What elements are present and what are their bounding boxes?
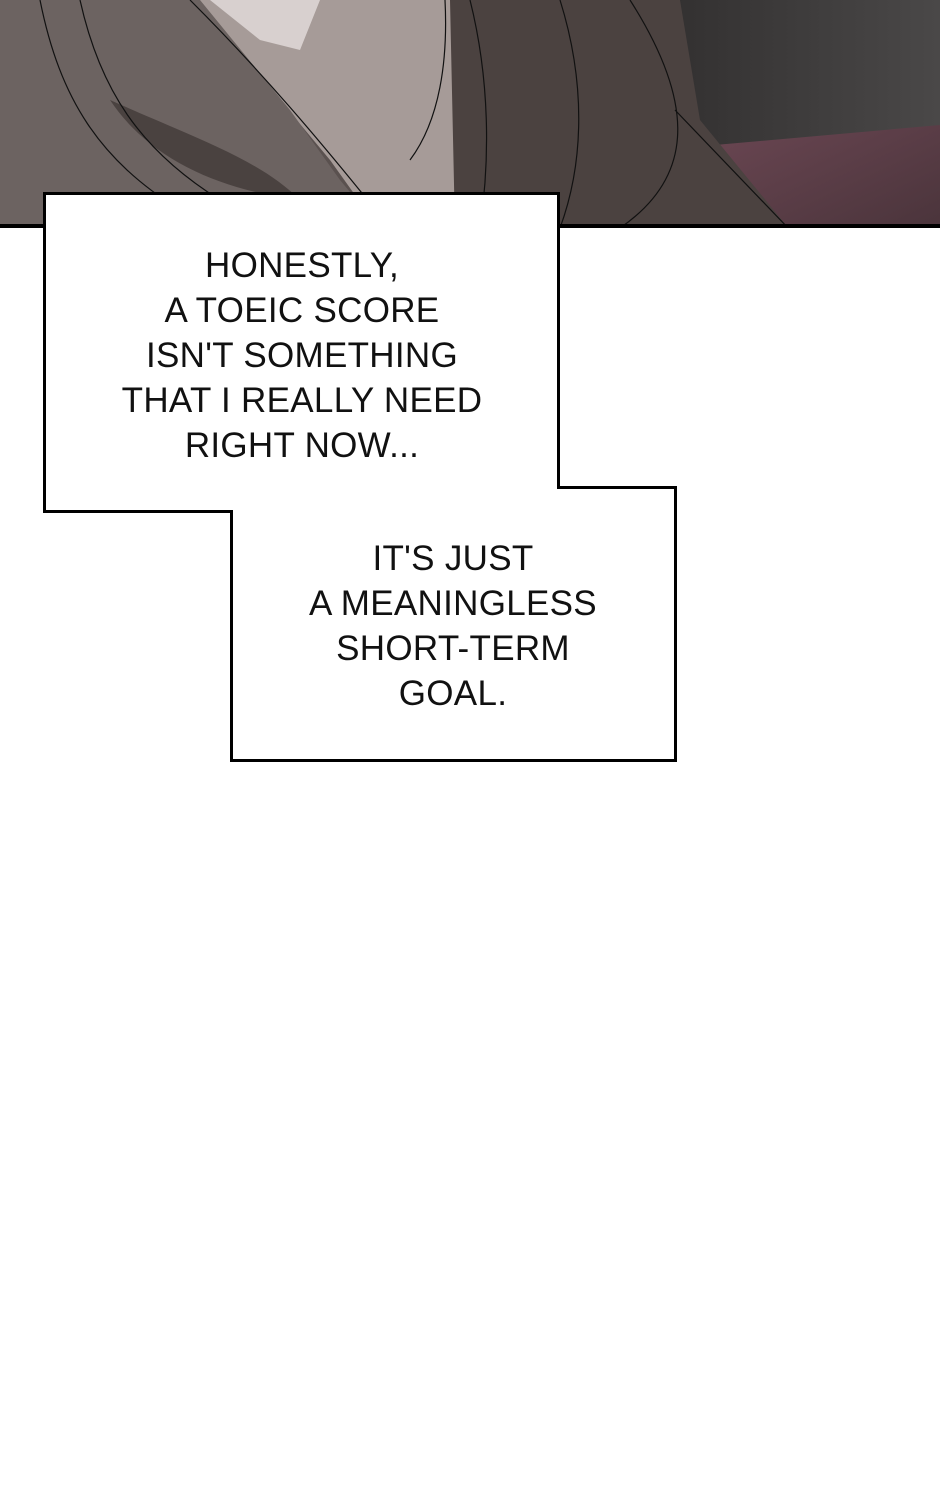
- caption-text-1: HONESTLY, A TOEIC SCORE ISN'T SOMETHING …: [60, 243, 544, 468]
- caption-line: RIGHT NOW...: [184, 426, 420, 465]
- caption-line: ISN'T SOMETHING: [146, 336, 458, 375]
- caption-box-outline: [43, 192, 677, 762]
- caption-boxes: [43, 192, 677, 762]
- caption-line: IT'S JUST: [372, 539, 534, 578]
- caption-line: GOAL.: [398, 674, 508, 713]
- caption-line: A MEANINGLESS: [309, 584, 597, 623]
- caption-line: HONESTLY,: [205, 246, 399, 285]
- caption-line: SHORT-TERM: [336, 629, 570, 668]
- caption-line: A TOEIC SCORE: [164, 291, 440, 330]
- caption-text-2: IT'S JUST A MEANINGLESS SHORT-TERM GOAL.: [240, 536, 666, 716]
- comic-panel-illustration: [0, 0, 940, 228]
- caption-line: THAT I REALLY NEED: [121, 381, 483, 420]
